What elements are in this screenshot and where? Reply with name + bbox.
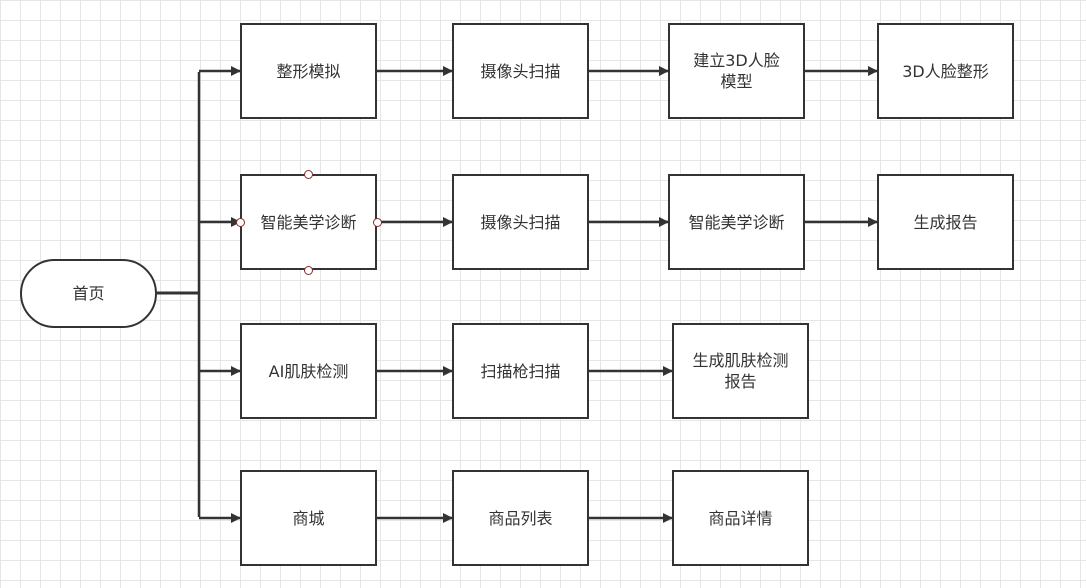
row-smart-beauty-diagnosis-step-4[interactable]: 生成报告 [877, 174, 1014, 270]
row-smart-beauty-diagnosis-step-3[interactable]: 智能美学诊断 [668, 174, 805, 270]
row-ai-skin-detection-step-1[interactable]: AI肌肤检测 [240, 323, 377, 419]
row-mall-step-3[interactable]: 商品详情 [672, 470, 809, 566]
row-plastic-surgery-sim-step-4[interactable]: 3D人脸整形 [877, 23, 1014, 119]
selection-handle-left[interactable] [235, 217, 245, 227]
row-plastic-surgery-sim-step-1[interactable]: 整形模拟 [240, 23, 377, 119]
row-smart-beauty-diagnosis-step-2[interactable]: 摄像头扫描 [452, 174, 589, 270]
selection-handle-right[interactable] [372, 217, 382, 227]
row-plastic-surgery-sim-step-3[interactable]: 建立3D人脸 模型 [668, 23, 805, 119]
row-smart-beauty-diagnosis-step-1[interactable]: 智能美学诊断 [240, 174, 377, 270]
selection-handle-top[interactable] [304, 169, 313, 179]
selection-handle-bottom[interactable] [304, 265, 313, 275]
row-ai-skin-detection-step-3[interactable]: 生成肌肤检测 报告 [672, 323, 809, 419]
row-mall-step-1[interactable]: 商城 [240, 470, 377, 566]
row-mall-step-2[interactable]: 商品列表 [452, 470, 589, 566]
row-plastic-surgery-sim-step-2[interactable]: 摄像头扫描 [452, 23, 589, 119]
row-ai-skin-detection-step-2[interactable]: 扫描枪扫描 [452, 323, 589, 419]
start-node-home[interactable]: 首页 [20, 259, 157, 328]
